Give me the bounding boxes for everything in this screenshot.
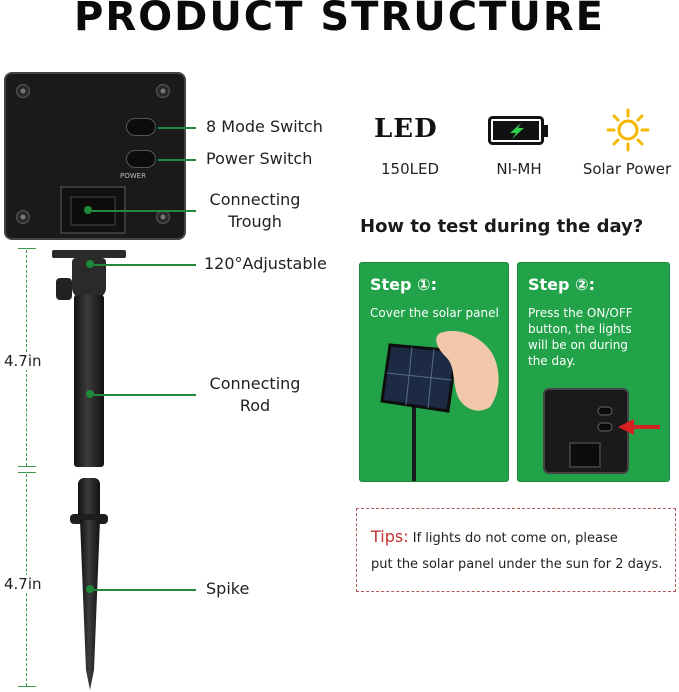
feature-label-solar: Solar Power <box>582 160 672 178</box>
step-1-title: Step ①: <box>370 275 437 294</box>
upper-dimension-label: 4.7in <box>4 352 42 370</box>
dimension-tick <box>18 686 36 687</box>
solar-panel-hand-illustration <box>380 331 499 481</box>
power-switch-button[interactable] <box>126 150 156 168</box>
callout-dot <box>84 206 92 214</box>
adjust-knob <box>56 278 72 300</box>
battery-icon <box>488 116 548 145</box>
connecting-trough-label: Connecting Trough <box>209 190 301 231</box>
feature-label-battery: NI-MH <box>496 160 542 178</box>
adjustable-label: 120°Adjustable <box>204 254 327 273</box>
mode-switch-button[interactable] <box>126 118 156 136</box>
spike-top <box>78 478 100 516</box>
spike <box>80 520 100 690</box>
callout-dot <box>86 585 94 593</box>
power-switch-label: Power Switch <box>206 149 313 168</box>
leader-line <box>94 394 196 396</box>
callout-dot <box>86 390 94 398</box>
tips-line-2: put the solar panel under the sun for 2 … <box>371 557 663 572</box>
step-1-text: Cover the solar panel <box>370 306 499 320</box>
dimension-tick <box>18 248 36 249</box>
tips-box: Tips: If lights do not come on, please p… <box>356 508 676 592</box>
screw-icon <box>16 210 30 224</box>
mount-bracket <box>52 250 126 258</box>
screw-icon <box>16 84 30 98</box>
dimension-tick <box>18 472 36 473</box>
step-2-card: Step ②: Press the ON/OFF button, the lig… <box>517 262 670 482</box>
page-title: PRODUCT STRUCTURE <box>74 0 605 40</box>
leader-line <box>158 127 196 129</box>
leader-line <box>158 159 196 161</box>
leader-line <box>94 589 196 591</box>
step-1-card: Step ①: Cover the solar panel <box>359 262 509 482</box>
tips-label: Tips: <box>371 527 409 546</box>
dimension-tick <box>18 466 36 467</box>
feature-label-led: 150LED <box>380 160 439 178</box>
led-text-icon: LED <box>374 114 438 144</box>
switch-box-illustration <box>543 388 660 474</box>
leader-line <box>92 210 196 212</box>
tips-line-1: Tips: If lights do not come on, please <box>371 527 618 546</box>
power-mark: POWER <box>120 172 146 180</box>
connecting-rod <box>74 295 104 467</box>
mode-switch-label: 8 Mode Switch <box>206 117 323 136</box>
tips-text-1: If lights do not come on, please <box>408 531 618 546</box>
spike-label: Spike <box>206 579 250 598</box>
callout-dot <box>86 260 94 268</box>
sun-icon <box>606 108 650 152</box>
screw-icon <box>156 210 170 224</box>
test-title: How to test during the day? <box>360 216 644 237</box>
step-2-title: Step ②: <box>528 275 595 294</box>
screw-icon <box>156 84 170 98</box>
leader-line <box>94 264 196 266</box>
spike-ring <box>70 514 108 524</box>
connecting-rod-label: Connecting Rod <box>209 374 301 415</box>
lower-dimension-label: 4.7in <box>4 575 42 593</box>
step-2-text: Press the ON/OFF button, the lights will… <box>528 306 633 368</box>
